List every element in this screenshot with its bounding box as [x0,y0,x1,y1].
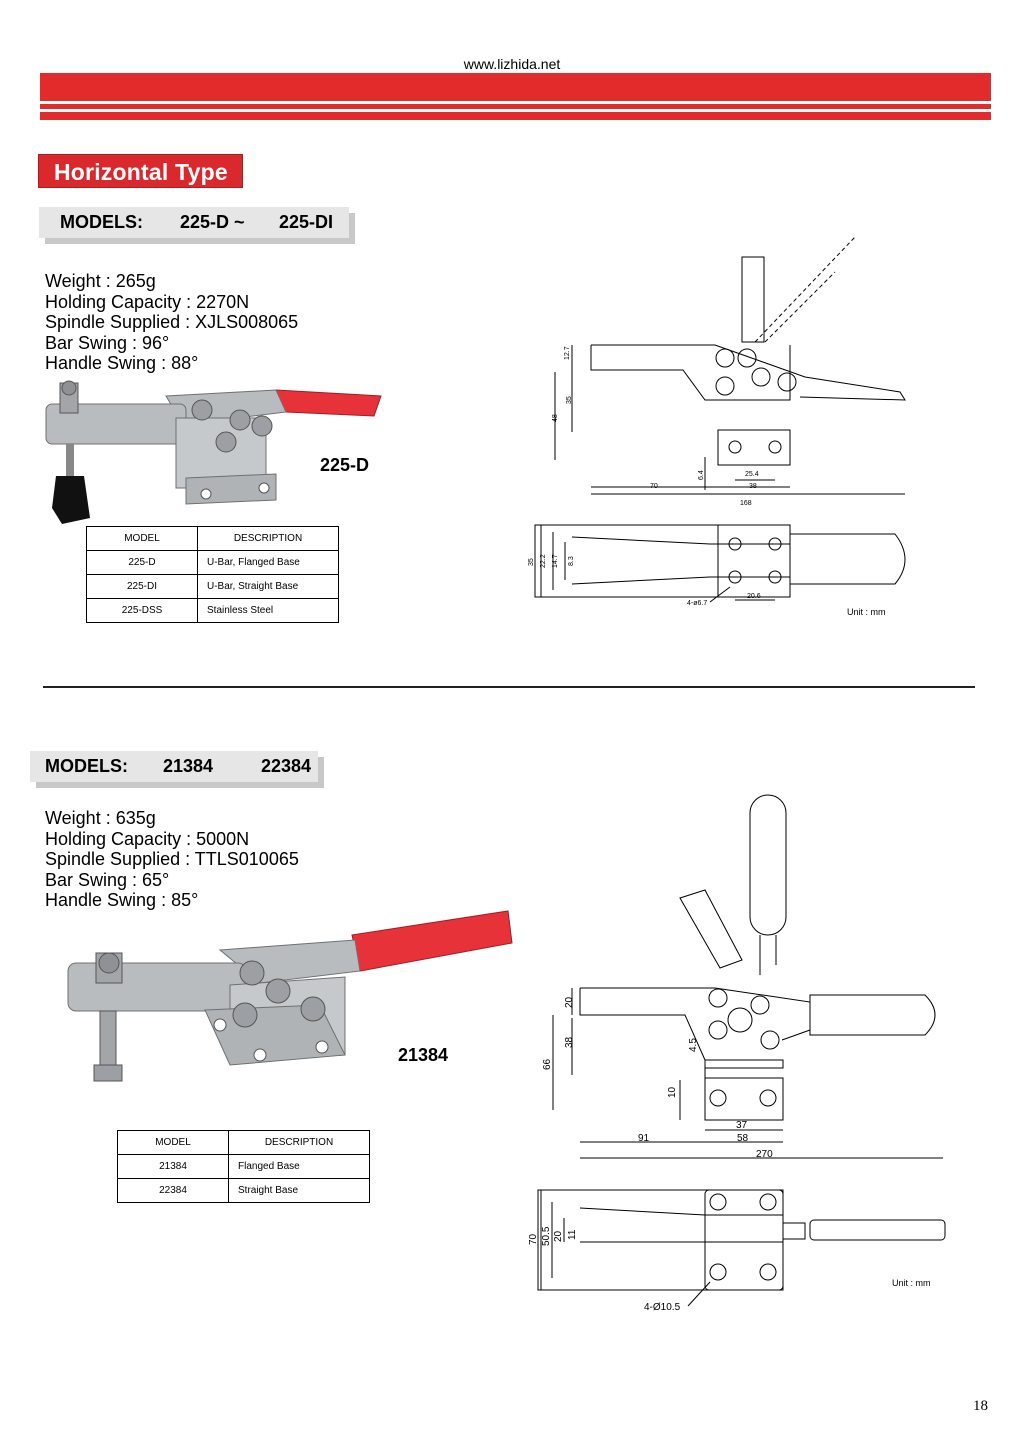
dim-10: 10 [667,1086,678,1098]
model-b: 225-DI [279,212,334,232]
dim-35-top: 35 [528,558,535,566]
spec-handle-swing: Handle Swing : 85° [45,890,199,911]
table-cell-model: 225-DI [86,574,198,599]
dim-25-4: 25.4 [745,471,759,478]
spec-holding-capacity: Holding Capacity : 5000N [45,828,250,849]
product-photo-225d [45,380,382,524]
dim-11: 11 [567,1229,578,1240]
dim-6-4: 6.4 [698,470,705,480]
specs-list-2: Weight : 635g Holding Capacity : 5000N S… [45,808,299,911]
technical-drawing-225d: 12.7 35 48 6.4 25.4 38 70 168 35 22.2 14… [528,236,906,607]
dim-hole-dia: 4-ø6.7 [687,600,707,607]
dim-66: 66 [542,1058,553,1070]
models-header-1: MODELS: 225-D ~ 225-DI [39,207,349,238]
dim-20: 20 [564,996,575,1008]
dim-70: 70 [650,483,658,490]
dim-38: 38 [564,1036,575,1048]
dim-37: 37 [736,1120,748,1131]
dim-168: 168 [740,500,752,507]
spec-spindle: Spindle Supplied : XJLS008065 [45,312,299,333]
technical-drawing-21384: 20 38 66 4.5 10 37 91 58 270 70 50.5 20 … [528,794,946,1313]
table-header-row: MODEL DESCRIPTION [86,526,339,551]
section-divider [43,686,975,688]
table-row: 21384 Flanged Base [117,1154,370,1179]
table-cell-model: 22384 [117,1178,229,1203]
table-row: 225-DI U-Bar, Straight Base [86,574,339,599]
models-label: MODELS: [45,756,128,776]
table-cell-model: 21384 [117,1154,229,1179]
table-header-model: MODEL [117,1130,229,1155]
spec-handle-swing: Handle Swing : 88° [45,353,199,374]
dim-hole-dia: 4-Ø10.5 [644,1302,681,1313]
model-table-2: MODEL DESCRIPTION 21384 Flanged Base 223… [117,1130,370,1203]
specs-list-1: Weight : 265g Holding Capacity : 2270N S… [45,271,298,374]
spec-bar-swing: Bar Swing : 65° [45,869,170,890]
table-cell-description: Stainless Steel [197,598,339,623]
spec-bar-swing: Bar Swing : 96° [45,332,170,353]
table-header-model: MODEL [86,526,198,551]
dim-12-7: 12.7 [564,346,571,360]
table-header-description: DESCRIPTION [197,526,339,551]
dim-20-6: 20.6 [747,593,761,600]
dim-4-5: 4.5 [688,1038,699,1052]
dim-20-top: 20 [553,1230,564,1242]
header-banner [40,73,991,120]
dim-38: 38 [749,483,757,490]
dim-70-top: 70 [528,1233,539,1245]
dim-22-2: 22.2 [540,554,547,568]
dim-91: 91 [638,1133,650,1144]
model-table-1: MODEL DESCRIPTION 225-D U-Bar, Flanged B… [86,526,339,623]
section-title: Horizontal Type [54,159,228,185]
spec-holding-capacity: Holding Capacity : 2270N [45,291,250,312]
table-cell-description: Straight Base [228,1178,370,1203]
unit-note-1: Unit : mm [847,607,886,617]
model-a: 225-D ~ [180,212,245,232]
photo-label-225d: 225-D [320,455,370,475]
spec-weight: Weight : 265g [45,271,156,291]
table-cell-description: Flanged Base [228,1154,370,1179]
page-number: 18 [973,1398,988,1414]
table-row: 225-D U-Bar, Flanged Base [86,550,339,575]
product-photo-21384 [67,910,513,1082]
dim-270: 270 [756,1149,773,1160]
models-label: MODELS: [60,212,143,232]
dim-14-7: 14.7 [552,554,559,568]
table-row: 225-DSS Stainless Steel [86,598,339,623]
table-row: 22384 Straight Base [117,1178,370,1203]
table-cell-description: U-Bar, Flanged Base [197,550,339,575]
table-header-description: DESCRIPTION [228,1130,370,1155]
photo-label-21384: 21384 [398,1045,449,1065]
model-b: 22384 [261,756,312,776]
site-url: www.lizhida.net [463,56,561,72]
unit-note-2: Unit : mm [892,1278,931,1288]
dim-58: 58 [737,1133,749,1144]
dim-48: 48 [552,414,559,422]
dim-8-3: 8.3 [568,556,575,566]
dim-50-5: 50.5 [541,1226,552,1246]
models-header-2: MODELS: 21384 22384 [30,751,318,782]
spec-weight: Weight : 635g [45,808,156,828]
table-header-row: MODEL DESCRIPTION [117,1130,370,1155]
spec-spindle: Spindle Supplied : TTLS010065 [45,849,299,870]
table-cell-model: 225-D [86,550,198,575]
section-title-tag: Horizontal Type [38,154,243,188]
dim-35: 35 [566,396,573,404]
table-cell-model: 225-DSS [86,598,198,623]
table-cell-description: U-Bar, Straight Base [197,574,339,599]
model-a: 21384 [163,756,214,776]
